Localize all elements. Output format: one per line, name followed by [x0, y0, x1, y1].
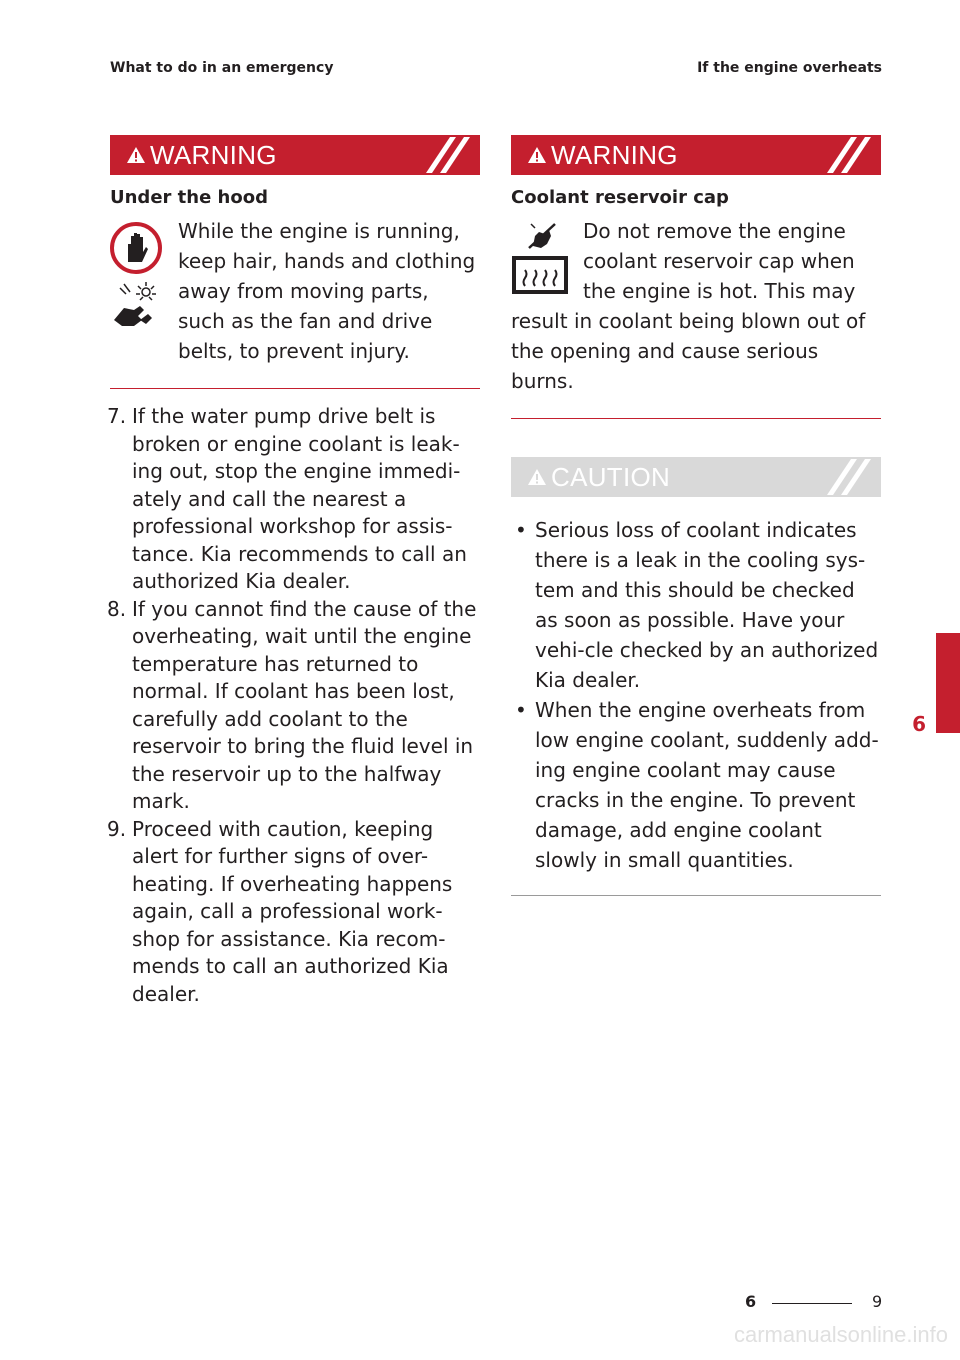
list-item: 9. Proceed with caution, keeping alert f…	[107, 816, 480, 1009]
chapter-tab-number: 6	[912, 712, 926, 736]
step-number: 8.	[107, 596, 127, 621]
running-header-section: What to do in an emergency	[110, 60, 334, 76]
chapter-tab	[936, 633, 960, 733]
step-text: Proceed with caution, keeping alert for …	[132, 816, 453, 1006]
warning-banner: WARNING	[110, 135, 480, 175]
step-number: 9.	[107, 816, 127, 841]
footer-page-number: 9	[872, 1292, 883, 1311]
banner-slash-decoration	[426, 137, 470, 173]
step-number: 7.	[107, 404, 127, 428]
banner-slash-decoration	[827, 459, 871, 495]
step-text: If you cannot find the cause of the over…	[132, 596, 477, 814]
footer-chapter-number: 6	[745, 1292, 757, 1311]
left-column: WARNING Under the hood	[107, 135, 480, 1009]
warning-label: WARNING	[150, 140, 277, 170]
right-column: WARNING Coolant reservoir cap	[511, 135, 881, 896]
warning-banner: WARNING	[511, 135, 881, 175]
list-item: 7. If the water pump drive belt is broke…	[107, 403, 480, 596]
warning-body: While the engine is running, keep hair, …	[110, 216, 480, 366]
warning-triangle-icon	[127, 147, 145, 163]
step-text: If the water pump drive belt is broken o…	[132, 404, 467, 593]
section-divider	[511, 895, 881, 896]
warning-triangle-icon	[528, 469, 546, 485]
warning-text: Do not remove the engine coolant reservo…	[511, 219, 866, 393]
caution-label: CAUTION	[551, 462, 671, 492]
list-item: • Serious loss of coolant indicates ther…	[515, 518, 879, 692]
procedure-steps: 7. If the water pump drive belt is broke…	[107, 403, 480, 1009]
banner-slash-decoration	[827, 137, 871, 173]
list-item: • When the engine overheats from low eng…	[515, 698, 879, 872]
warning-subheading: Coolant reservoir cap	[511, 187, 729, 208]
stop-hand-icon	[110, 222, 162, 274]
list-item: 8. If you cannot find the cause of the o…	[107, 596, 480, 816]
warning-body: Do not remove the engine coolant reservo…	[511, 216, 881, 396]
running-header-topic: If the engine overheats	[697, 60, 882, 76]
warning-label: WARNING	[551, 140, 678, 170]
section-divider	[511, 418, 881, 419]
hot-radiator-icon	[512, 256, 568, 294]
warning-triangle-icon	[528, 147, 546, 163]
warning-subheading: Under the hood	[110, 187, 268, 208]
bullet-text: When the engine overheats from low engin…	[535, 698, 879, 872]
bullet-text: Serious loss of coolant indicates there …	[535, 518, 879, 692]
no-hand-touch-icon	[528, 223, 556, 249]
warning-icons	[511, 222, 573, 296]
warning-text: While the engine is running, keep hair, …	[178, 219, 476, 363]
footer-divider	[772, 1303, 852, 1304]
warning-icons	[110, 222, 168, 332]
caution-bullets: • Serious loss of coolant indicates ther…	[511, 515, 881, 875]
section-divider	[110, 388, 480, 389]
watermark: carmanualsonline.info	[733, 1322, 948, 1347]
moving-parts-hand-icon	[114, 282, 156, 326]
caution-banner: CAUTION	[511, 457, 881, 497]
